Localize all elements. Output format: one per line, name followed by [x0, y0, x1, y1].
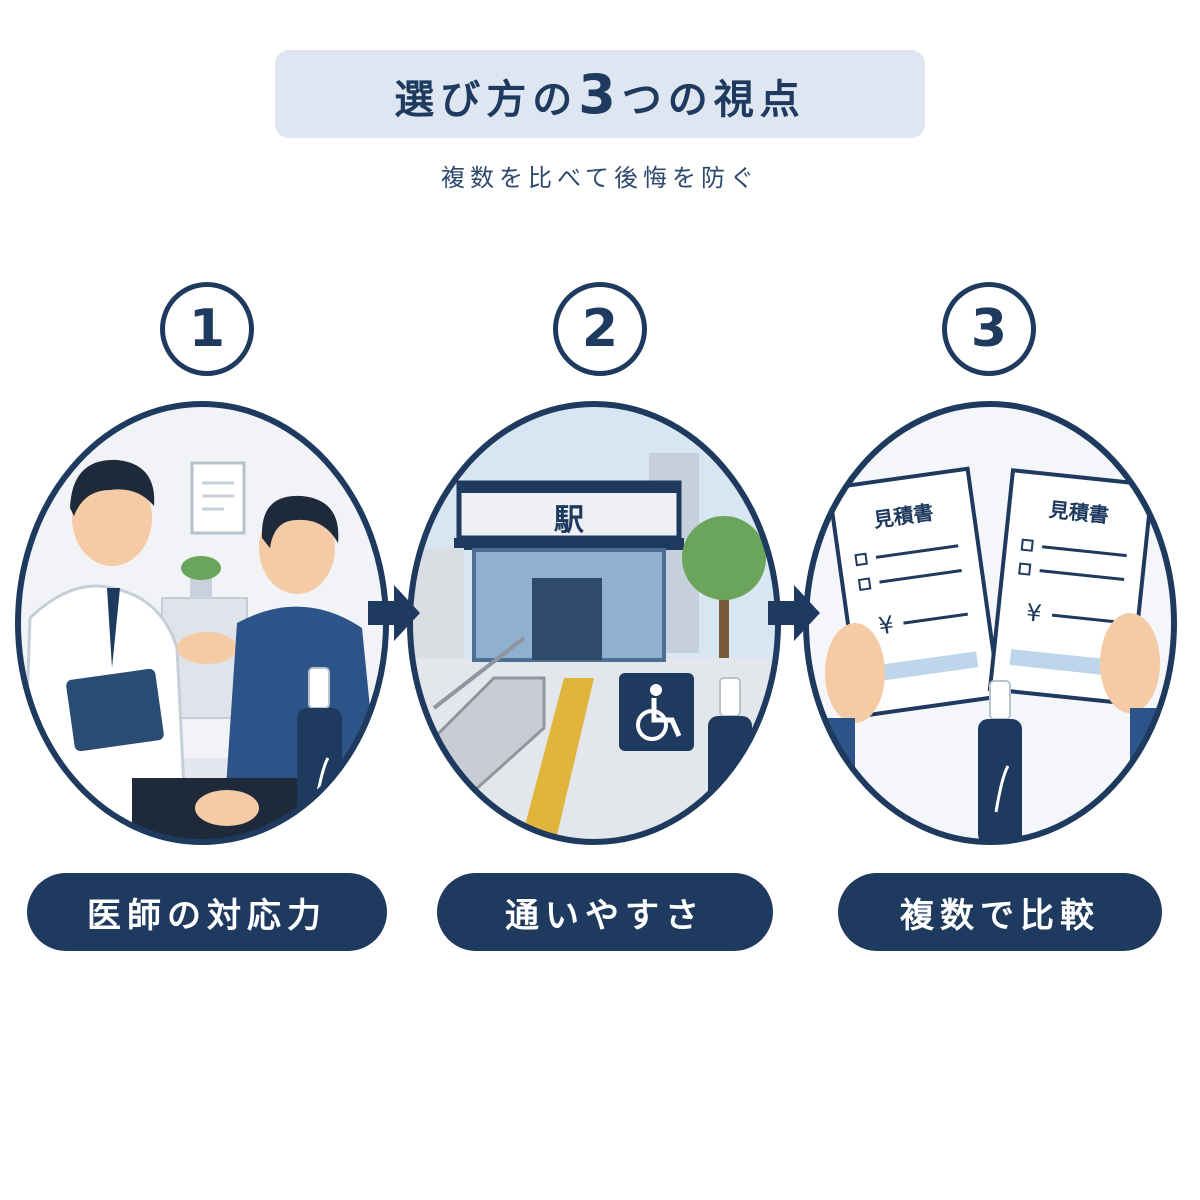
currency-left: ¥: [877, 611, 896, 641]
bottle-icon: [978, 719, 1022, 842]
page-title: 選び方の3つの視点: [394, 63, 806, 126]
certificate-icon: [190, 461, 246, 535]
tactile-paving: [519, 678, 594, 842]
step-number-2: 2: [553, 282, 647, 376]
step-label-3: 複数で比較: [838, 873, 1162, 951]
title-number: 3: [578, 62, 622, 126]
bottle-icon: [708, 716, 752, 842]
quote-comparison-illustration: 見積書 ¥ 見積書 ¥: [803, 401, 1177, 845]
station-sign: 駅: [554, 503, 584, 538]
arrow-right-icon: [768, 585, 820, 641]
step-number-3: 3: [942, 282, 1036, 376]
doctor-consultation-illustration: [15, 401, 389, 845]
step-label-2: 通いやすさ: [437, 873, 773, 951]
page-subtitle: 複数を比べて後悔を防ぐ: [440, 164, 760, 192]
tree-icon: [682, 516, 766, 600]
arrow-right-icon: [368, 585, 420, 641]
station-illustration: 駅: [407, 401, 781, 845]
title-post: つの視点: [621, 76, 806, 123]
step-label-1: 医師の対応力: [27, 873, 387, 951]
currency-right: ¥: [1025, 599, 1043, 628]
title-banner: 選び方の3つの視点: [275, 50, 925, 138]
title-pre: 選び方の: [394, 76, 579, 123]
step-number-1: 1: [160, 282, 254, 376]
